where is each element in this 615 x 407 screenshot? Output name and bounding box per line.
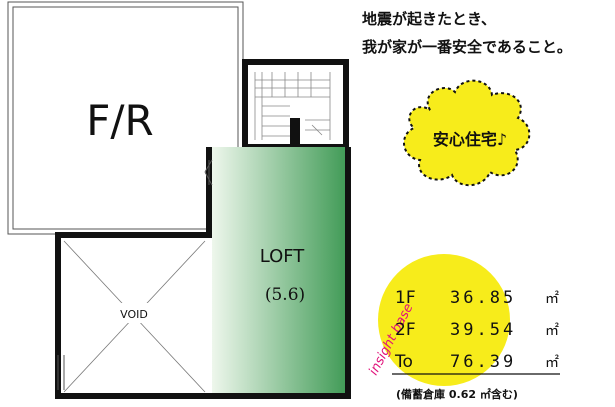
loft-size: (5.6) xyxy=(265,285,305,305)
area-row-1f-value: 36.85 xyxy=(450,288,516,308)
loft-label: LOFT xyxy=(260,246,306,267)
fr-label: F/R xyxy=(86,96,154,145)
void-area: VOID xyxy=(63,240,206,393)
storage-note: (備蓄倉庫 0.62 ㎡含む) xyxy=(396,387,518,401)
area-row-2f-unit: ㎡ xyxy=(545,323,559,339)
area-summary: insight base 1F 36.85 ㎡ 2F 39.54 ㎡ To 76… xyxy=(366,254,560,401)
loft-room: LOFT (5.6) xyxy=(212,147,348,397)
area-row-2f-label: 2F xyxy=(395,320,416,340)
stair-treads xyxy=(254,72,331,140)
area-row-total-value: 76.39 xyxy=(450,352,516,372)
badge-text: 安心住宅♪ xyxy=(433,130,507,149)
area-row-1f-label: 1F xyxy=(395,288,416,308)
area-row-2f-value: 39.54 xyxy=(450,320,516,340)
area-circle xyxy=(378,254,510,386)
walls xyxy=(55,147,351,399)
void-label: VOID xyxy=(120,308,148,321)
slogan-line-1: 地震が起きたとき、 xyxy=(362,10,496,28)
stair-wall-post xyxy=(290,118,300,148)
safe-house-badge: 安心住宅♪ xyxy=(403,79,531,187)
area-row-total-label: To xyxy=(394,352,413,372)
door-marks xyxy=(57,159,213,390)
area-row-1f: 1F 36.85 ㎡ xyxy=(395,288,559,308)
area-row-2f: 2F 39.54 ㎡ xyxy=(395,320,559,340)
area-row-total: To 76.39 ㎡ xyxy=(392,352,560,375)
area-row-1f-unit: ㎡ xyxy=(545,291,559,307)
floor-plan: F/R xyxy=(7,1,351,399)
slogan: 地震が起きたとき、 我が家が一番安全であること。 xyxy=(362,10,572,56)
area-row-total-unit: ㎡ xyxy=(545,355,559,371)
slogan-line-2: 我が家が一番安全であること。 xyxy=(362,38,572,56)
